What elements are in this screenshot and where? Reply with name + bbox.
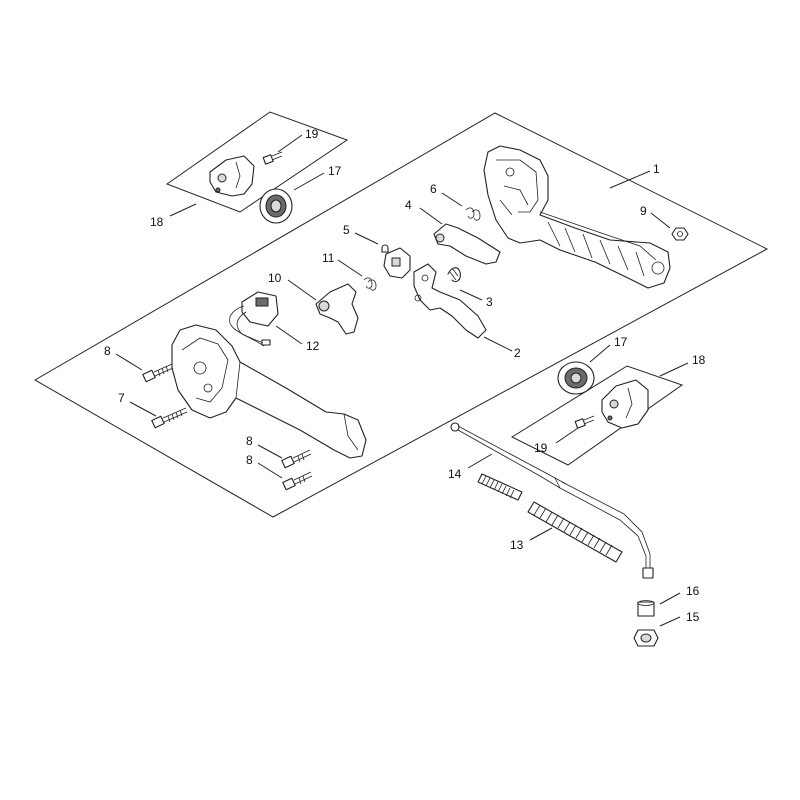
part-13-cable-coil-long bbox=[527, 501, 623, 563]
part-17-ring-right bbox=[557, 361, 595, 395]
part-19-bolt-upper bbox=[262, 151, 283, 165]
part-4-lock-lever bbox=[433, 223, 501, 265]
callout-6: 6 bbox=[430, 182, 437, 196]
callout-4: 4 bbox=[405, 198, 412, 212]
callout-16: 16 bbox=[686, 584, 700, 598]
part-3-spring bbox=[447, 267, 461, 283]
part-9-nut bbox=[671, 227, 689, 241]
callout-8-upper: 8 bbox=[104, 344, 111, 358]
part-12-switch-wiring bbox=[229, 291, 279, 347]
callout-7: 7 bbox=[118, 391, 125, 405]
part-8-screw-lower bbox=[282, 471, 313, 491]
part-6-spring bbox=[465, 207, 481, 221]
main-assembly-panel bbox=[34, 112, 769, 518]
callout-10: 10 bbox=[268, 271, 282, 285]
callout-19-right: 19 bbox=[534, 441, 548, 455]
part-18-clamp-upper bbox=[209, 155, 255, 197]
callout-17-right: 17 bbox=[614, 335, 628, 349]
part-17-ring-upper bbox=[259, 188, 293, 224]
callout-1: 1 bbox=[653, 162, 660, 176]
part-2-throttle-trigger bbox=[413, 263, 487, 339]
part-14-throttle-cable bbox=[450, 422, 654, 579]
callout-3: 3 bbox=[486, 295, 493, 309]
callout-13: 13 bbox=[510, 538, 524, 552]
leader-lines bbox=[115, 134, 689, 627]
callout-18-upper: 18 bbox=[150, 215, 164, 229]
part-8-screw-middle bbox=[281, 449, 312, 469]
callout-9: 9 bbox=[640, 204, 647, 218]
part-5-pin bbox=[381, 244, 389, 253]
part-16-ferrule bbox=[637, 600, 655, 617]
part-18-clamp-right bbox=[601, 379, 649, 429]
part-13-cable-coil-short bbox=[477, 473, 523, 501]
upper-left-kit-panel bbox=[165, 111, 349, 213]
part-10-stop-switch bbox=[315, 283, 359, 335]
part-1-handle-half-right bbox=[483, 145, 671, 289]
callout-12: 12 bbox=[306, 339, 320, 353]
callout-2: 2 bbox=[514, 346, 521, 360]
callout-15: 15 bbox=[686, 610, 700, 624]
callout-14: 14 bbox=[448, 467, 462, 481]
callout-11: 11 bbox=[322, 251, 335, 265]
part-11-spring bbox=[363, 277, 377, 291]
callout-18-right: 18 bbox=[692, 353, 706, 367]
part-8-screw-upper bbox=[142, 363, 174, 383]
part-15-nut bbox=[633, 629, 659, 647]
part-19-bolt-right bbox=[574, 415, 595, 429]
handle-half-left bbox=[171, 324, 367, 459]
callout-8-middle: 8 bbox=[246, 434, 253, 448]
callout-labels: 1 2 3 4 5 6 7 8 8 8 9 10 11 12 13 14 15 … bbox=[104, 127, 706, 624]
callout-8-lower: 8 bbox=[246, 453, 253, 467]
part-5-switch-bracket bbox=[383, 247, 411, 279]
callout-17-upper: 17 bbox=[328, 164, 342, 178]
callout-5: 5 bbox=[343, 223, 350, 237]
callout-19-upper: 19 bbox=[305, 127, 319, 141]
part-7-screw bbox=[151, 407, 188, 429]
